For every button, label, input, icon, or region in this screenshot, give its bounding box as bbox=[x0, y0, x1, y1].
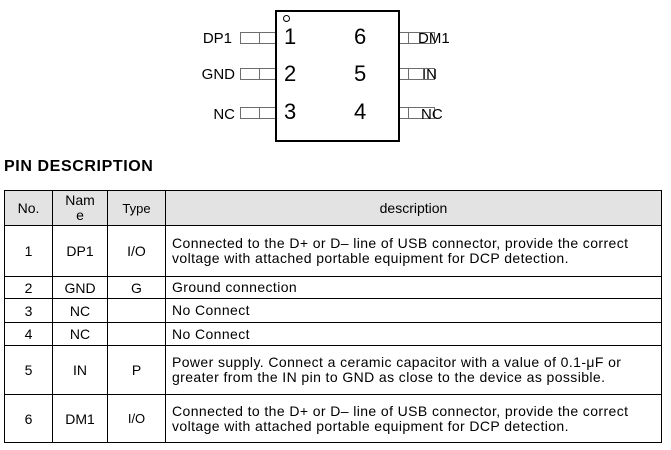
table-row: 4 NC No Connect bbox=[4, 322, 662, 346]
pin-number-4: 4 bbox=[354, 99, 367, 124]
cell-no: 2 bbox=[4, 276, 53, 299]
cell-type: G bbox=[107, 276, 166, 299]
cell-name: NC bbox=[52, 322, 108, 346]
header-name: Nam e bbox=[52, 190, 108, 226]
header-name-line2: e bbox=[76, 207, 84, 223]
table-row: 2 GND G Ground connection bbox=[4, 276, 662, 299]
pin-label-dp1: DP1 bbox=[202, 30, 232, 47]
cell-no: 6 bbox=[4, 394, 53, 443]
pin-label-dm1: DM1 bbox=[418, 30, 450, 47]
table-header-row: No. Nam e Type description bbox=[4, 190, 662, 226]
cell-no: 3 bbox=[4, 298, 53, 323]
pin-number-6: 6 bbox=[354, 24, 367, 49]
cell-no: 5 bbox=[4, 345, 53, 395]
cell-name: GND bbox=[52, 276, 108, 299]
header-description: description bbox=[165, 190, 662, 226]
cell-type: I/O bbox=[107, 225, 166, 277]
cell-description: Ground connection bbox=[165, 276, 662, 299]
pin-number-5: 5 bbox=[354, 61, 367, 86]
cell-description: Connected to the D+ or D– line of USB co… bbox=[165, 225, 662, 277]
cell-type: I/O bbox=[107, 394, 166, 443]
pin-label-nc-left: NC bbox=[213, 106, 235, 123]
table-row: 1 DP1 I/O Connected to the D+ or D– line… bbox=[4, 225, 662, 277]
table-row: 3 NC No Connect bbox=[4, 298, 662, 323]
table-row: 5 IN P Power supply. Connect a ceramic c… bbox=[4, 345, 662, 395]
cell-type bbox=[107, 322, 166, 346]
cell-name: DM1 bbox=[52, 394, 108, 443]
pin-description-table: No. Nam e Type description 1 DP1 I/O Con… bbox=[4, 190, 662, 443]
header-no: No. bbox=[4, 190, 53, 226]
cell-description: No Connect bbox=[165, 322, 662, 346]
pin-number-2: 2 bbox=[284, 61, 297, 86]
pin-lead-2 bbox=[240, 68, 276, 80]
header-type: Type bbox=[107, 190, 166, 226]
pin-label-nc-right: NC bbox=[421, 106, 443, 123]
cell-description: Connected to the D+ or D– line of USB co… bbox=[165, 394, 662, 443]
pin-label-in: IN bbox=[422, 66, 437, 83]
section-heading: PIN DESCRIPTION bbox=[4, 158, 154, 175]
cell-name: NC bbox=[52, 298, 108, 323]
cell-description: No Connect bbox=[165, 298, 662, 323]
cell-type: P bbox=[107, 345, 166, 395]
cell-name: IN bbox=[52, 345, 108, 395]
cell-description: Power supply. Connect a ceramic capacito… bbox=[165, 345, 662, 395]
header-name-line1: Nam bbox=[65, 192, 95, 208]
pin-lead-1 bbox=[240, 32, 276, 44]
cell-no: 1 bbox=[4, 225, 53, 277]
pin-lead-3 bbox=[240, 107, 276, 119]
ic-package-body: 1 2 3 6 5 4 bbox=[275, 10, 400, 142]
pin-number-3: 3 bbox=[284, 99, 297, 124]
cell-name: DP1 bbox=[52, 225, 108, 277]
table-row: 6 DM1 I/O Connected to the D+ or D– line… bbox=[4, 394, 662, 443]
cell-type bbox=[107, 298, 166, 323]
pin1-marker-icon bbox=[283, 15, 290, 22]
cell-no: 4 bbox=[4, 322, 53, 346]
pin-label-gnd: GND bbox=[201, 66, 235, 83]
pin-number-1: 1 bbox=[284, 24, 297, 49]
